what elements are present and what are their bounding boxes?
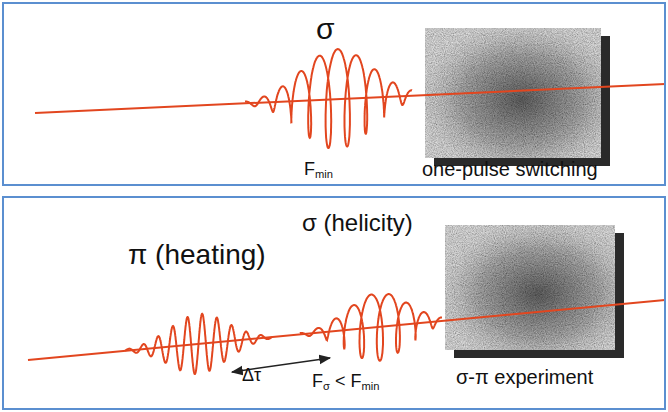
circular-pulse — [245, 49, 412, 148]
helicity-symbol: σ — [316, 12, 335, 45]
fluence-label: Fmin — [304, 160, 333, 180]
delay-label: Δτ — [242, 366, 261, 386]
pulse-label: σ (helicity) — [302, 210, 413, 236]
laser-beam — [28, 300, 665, 360]
fluence-label: Fσ < Fmin — [312, 372, 379, 392]
experiment-label: one-pulse switching — [422, 158, 598, 180]
sample-film — [425, 28, 610, 166]
pulse-label: π (heating) — [128, 240, 266, 271]
figure-panel: σFmin one-pulse switching — [2, 2, 666, 186]
linear-pulse — [125, 314, 272, 374]
figure-panel: π (heating) σ (helicity) Δτ Fσ < Fmin σ-π ex… — [2, 196, 666, 410]
circular-pulse — [300, 294, 442, 361]
experiment-label: σ-π experiment — [456, 366, 593, 388]
sample-film — [445, 225, 624, 358]
